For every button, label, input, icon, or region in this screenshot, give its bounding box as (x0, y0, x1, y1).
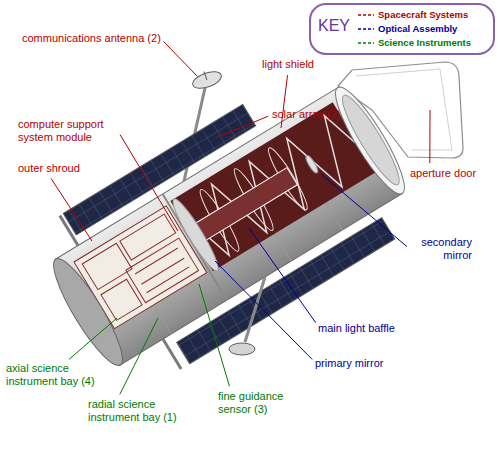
legend-text: Spacecraft Systems (378, 9, 468, 20)
part-label: primary mirror (315, 357, 383, 370)
secondary-mirror (304, 154, 320, 174)
telescope-body (26, 50, 433, 402)
part-label: light shield (262, 58, 314, 71)
antenna-mast (245, 277, 265, 342)
antenna-dish (229, 343, 255, 355)
part-label: aperture door (410, 167, 476, 180)
legend-text: Optical Assembly (378, 23, 457, 34)
main-baffle (193, 168, 297, 242)
leader-line (249, 228, 316, 323)
leader-line (429, 110, 430, 163)
legend-text: Science Instruments (378, 37, 471, 48)
legend-frame (310, 4, 494, 54)
legend-line (358, 39, 374, 47)
leader-line (215, 261, 312, 359)
part-label: computer support system module (18, 118, 118, 144)
leader-line (120, 135, 178, 231)
legend-row: Spacecraft Systems (358, 9, 468, 20)
part-label: solar array (2) (272, 108, 340, 121)
legend-row: Science Instruments (358, 37, 471, 48)
leader-line (321, 174, 407, 247)
solar-array (177, 218, 395, 364)
aft-bulkhead (44, 252, 132, 372)
primary-mirror (168, 195, 224, 274)
legend-line (358, 11, 374, 19)
part-label: outer shroud (18, 162, 80, 175)
antenna-dish (190, 66, 224, 91)
legend-key: KEY (318, 16, 350, 35)
leader-line (164, 41, 197, 76)
part-label: fine guidance sensor (3) (218, 390, 302, 416)
legend-row: Optical Assembly (358, 23, 457, 34)
leader-line (199, 284, 229, 386)
part-label: secondary mirror (410, 236, 472, 262)
leader-line (120, 318, 158, 394)
part-label: axial science instrument bay (4) (6, 362, 106, 388)
leader-line (281, 75, 288, 128)
leader-line (51, 179, 92, 241)
leader-line (216, 116, 268, 138)
leader-line (69, 318, 117, 359)
legend-line (358, 25, 374, 33)
part-label: radial science instrument bay (1) (88, 398, 188, 424)
part-label: communications antenna (2) (22, 32, 161, 45)
part-label: main light baffle (318, 322, 395, 335)
